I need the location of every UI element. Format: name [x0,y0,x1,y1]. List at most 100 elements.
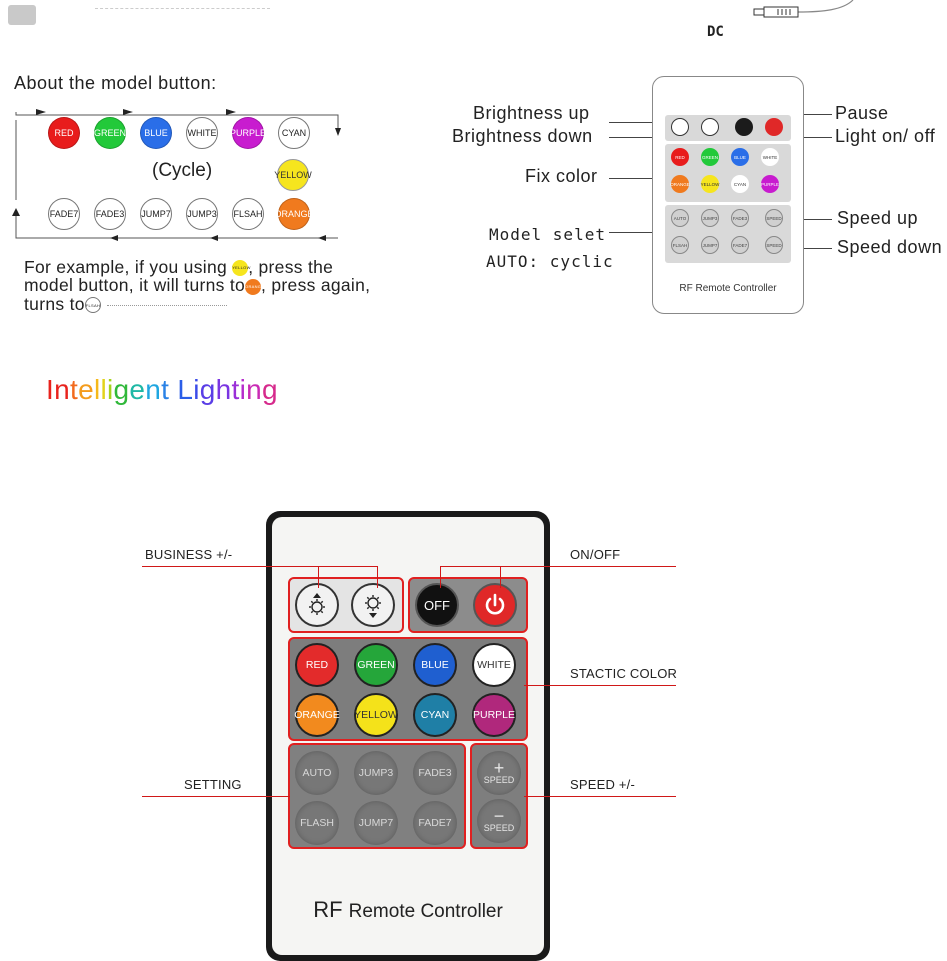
color-button-white[interactable]: WHITE [472,643,516,687]
leader-speed [524,796,676,797]
callout-brightness-up: Brightness up [473,103,590,123]
leader-onoff-drop [500,566,501,588]
leader-line [790,248,832,249]
setting-button-auto[interactable]: AUTO [295,751,339,795]
sr-color-purple[interactable]: PURPLE [761,175,779,193]
cycle-green: GREEN [94,117,126,149]
speed-minus-sign: − [493,806,505,826]
mini-orange-icon: ORANGE [245,278,264,295]
off-button[interactable]: OFF [415,583,459,627]
color-button-orange[interactable]: ORANGE [294,693,340,737]
example-line1a: For example, if you using [24,257,228,277]
dotted-trail [106,304,227,306]
example-text: For example, if you using YELLOW, press … [24,257,484,314]
cycle-fade3: FADE3 [94,198,126,230]
big-remote: OFF RED GREEN BLUE WHITE ORANGE YELLOW CYAN PUR… [266,511,550,961]
example-line2a: model button, it will turns to [24,275,246,296]
top-left-thumbnail [8,5,36,25]
cycle-flsah: FLSAH [232,198,264,230]
sr-color-cyan[interactable]: CYAN [731,175,749,193]
setting-button-fade7[interactable]: FADE7 [413,801,457,845]
label-static-color: STACTIC COLOR [570,666,678,681]
color-button-red[interactable]: RED [295,643,339,687]
sr-brightness-down-button[interactable] [701,118,719,136]
sr-mode-fade7[interactable]: FADE7 [731,236,749,254]
example-line2b: , press again, [261,275,371,296]
sr-color-white[interactable]: WHITE [761,148,779,166]
heading-letter: h [215,374,232,405]
callout-speed-down: Speed down [837,237,943,257]
callout-brightness-down: Brightness down [452,126,593,146]
sr-brightness-up-button[interactable] [671,118,689,136]
brightness-down-button[interactable] [351,583,395,627]
heading-letter: i [193,374,200,405]
color-button-green[interactable]: GREEN [354,643,398,687]
color-button-blue[interactable]: BLUE [413,643,457,687]
cycle-purple: PURPLE [230,117,266,149]
leader-onoff [440,566,676,567]
dc-label: DC [707,24,724,40]
cycle-white: WHITE [186,117,218,149]
heading-letter: L [177,374,194,405]
sr-mode-fade3[interactable]: FADE3 [731,209,749,227]
setting-button-fade3[interactable]: FADE3 [413,751,457,795]
color-button-yellow[interactable]: YELLOW [354,693,398,737]
cycle-orange: ORANGE [275,198,314,230]
cycle-cyan: CYAN [278,117,310,149]
speed-up-button[interactable]: + SPEED [477,751,521,795]
cycle-label: (Cycle) [152,160,213,181]
callout-auto: AUTO: cyclic [486,252,614,271]
example-line3: turns to [24,293,85,314]
big-remote-face: OFF RED GREEN BLUE WHITE ORANGE YELLOW CYAN PUR… [272,517,544,955]
sr-pause-button[interactable] [735,118,753,136]
leader-setting [142,796,290,797]
label-onoff: ON/OFF [570,547,621,562]
heading-letter: t [161,374,170,405]
sr-color-yellow[interactable]: YELLOW [701,175,719,193]
heading-letter: l [100,374,107,405]
example-line1b: , press the [248,257,334,277]
sr-mode-flsah[interactable]: FLSAH [671,236,689,254]
sr-color-red[interactable]: RED [671,148,689,166]
heading-letter: g [113,374,130,405]
sr-color-orange[interactable]: ORANGE [670,175,690,193]
speed-down-label: SPEED [483,823,515,833]
color-button-purple[interactable]: PURPLE [472,693,516,737]
heading-letter: g [262,374,278,405]
title-rest: Remote Controller [348,901,503,922]
callout-light-onoff: Light on/ off [835,126,936,146]
sr-speed-up-button[interactable]: SPEED [765,209,783,227]
callout-speed-up: Speed up [837,208,919,228]
mini-yellow-icon: YELLOW [232,260,250,277]
leader-line [609,122,681,123]
sr-power-button[interactable] [765,118,783,136]
leader-line [609,178,669,179]
sr-color-blue[interactable]: BLUE [731,148,749,166]
sr-mode-jump3[interactable]: JUMP3 [701,209,719,227]
sun-down-icon [365,595,381,618]
sr-mode-jump7[interactable]: JUMP7 [701,236,719,254]
speed-up-label: SPEED [483,775,515,785]
setting-button-flash[interactable]: FLASH [295,801,339,845]
heading-letter: i [239,374,247,405]
setting-button-jump3[interactable]: JUMP3 [354,751,398,795]
sr-speed-down-button[interactable]: SPEED [765,236,783,254]
heading-letter: e [129,374,146,405]
heading-letter: I [46,374,55,405]
sr-color-green[interactable]: GREEN [701,148,719,166]
speed-down-button[interactable]: − SPEED [477,799,521,843]
sr-mode-auto[interactable]: AUTO [671,209,689,227]
heading-letter: g [199,374,216,405]
heading-letter: t [69,374,79,405]
callout-model-select: Model selet [489,225,606,244]
setting-button-jump7[interactable]: JUMP7 [354,801,398,845]
cycle-red: RED [48,117,80,149]
cycle-fade7: FADE7 [48,198,80,230]
leader-line [790,219,832,220]
color-button-cyan[interactable]: CYAN [413,693,457,737]
leader-static-color [524,685,676,686]
power-button[interactable] [473,583,517,627]
small-remote: RED GREEN BLUE WHITE ORANGE YELLOW CYAN PURPLE A… [652,76,804,314]
brightness-up-button[interactable] [295,583,339,627]
mini-flsah-icon: FLSAH [84,297,101,314]
